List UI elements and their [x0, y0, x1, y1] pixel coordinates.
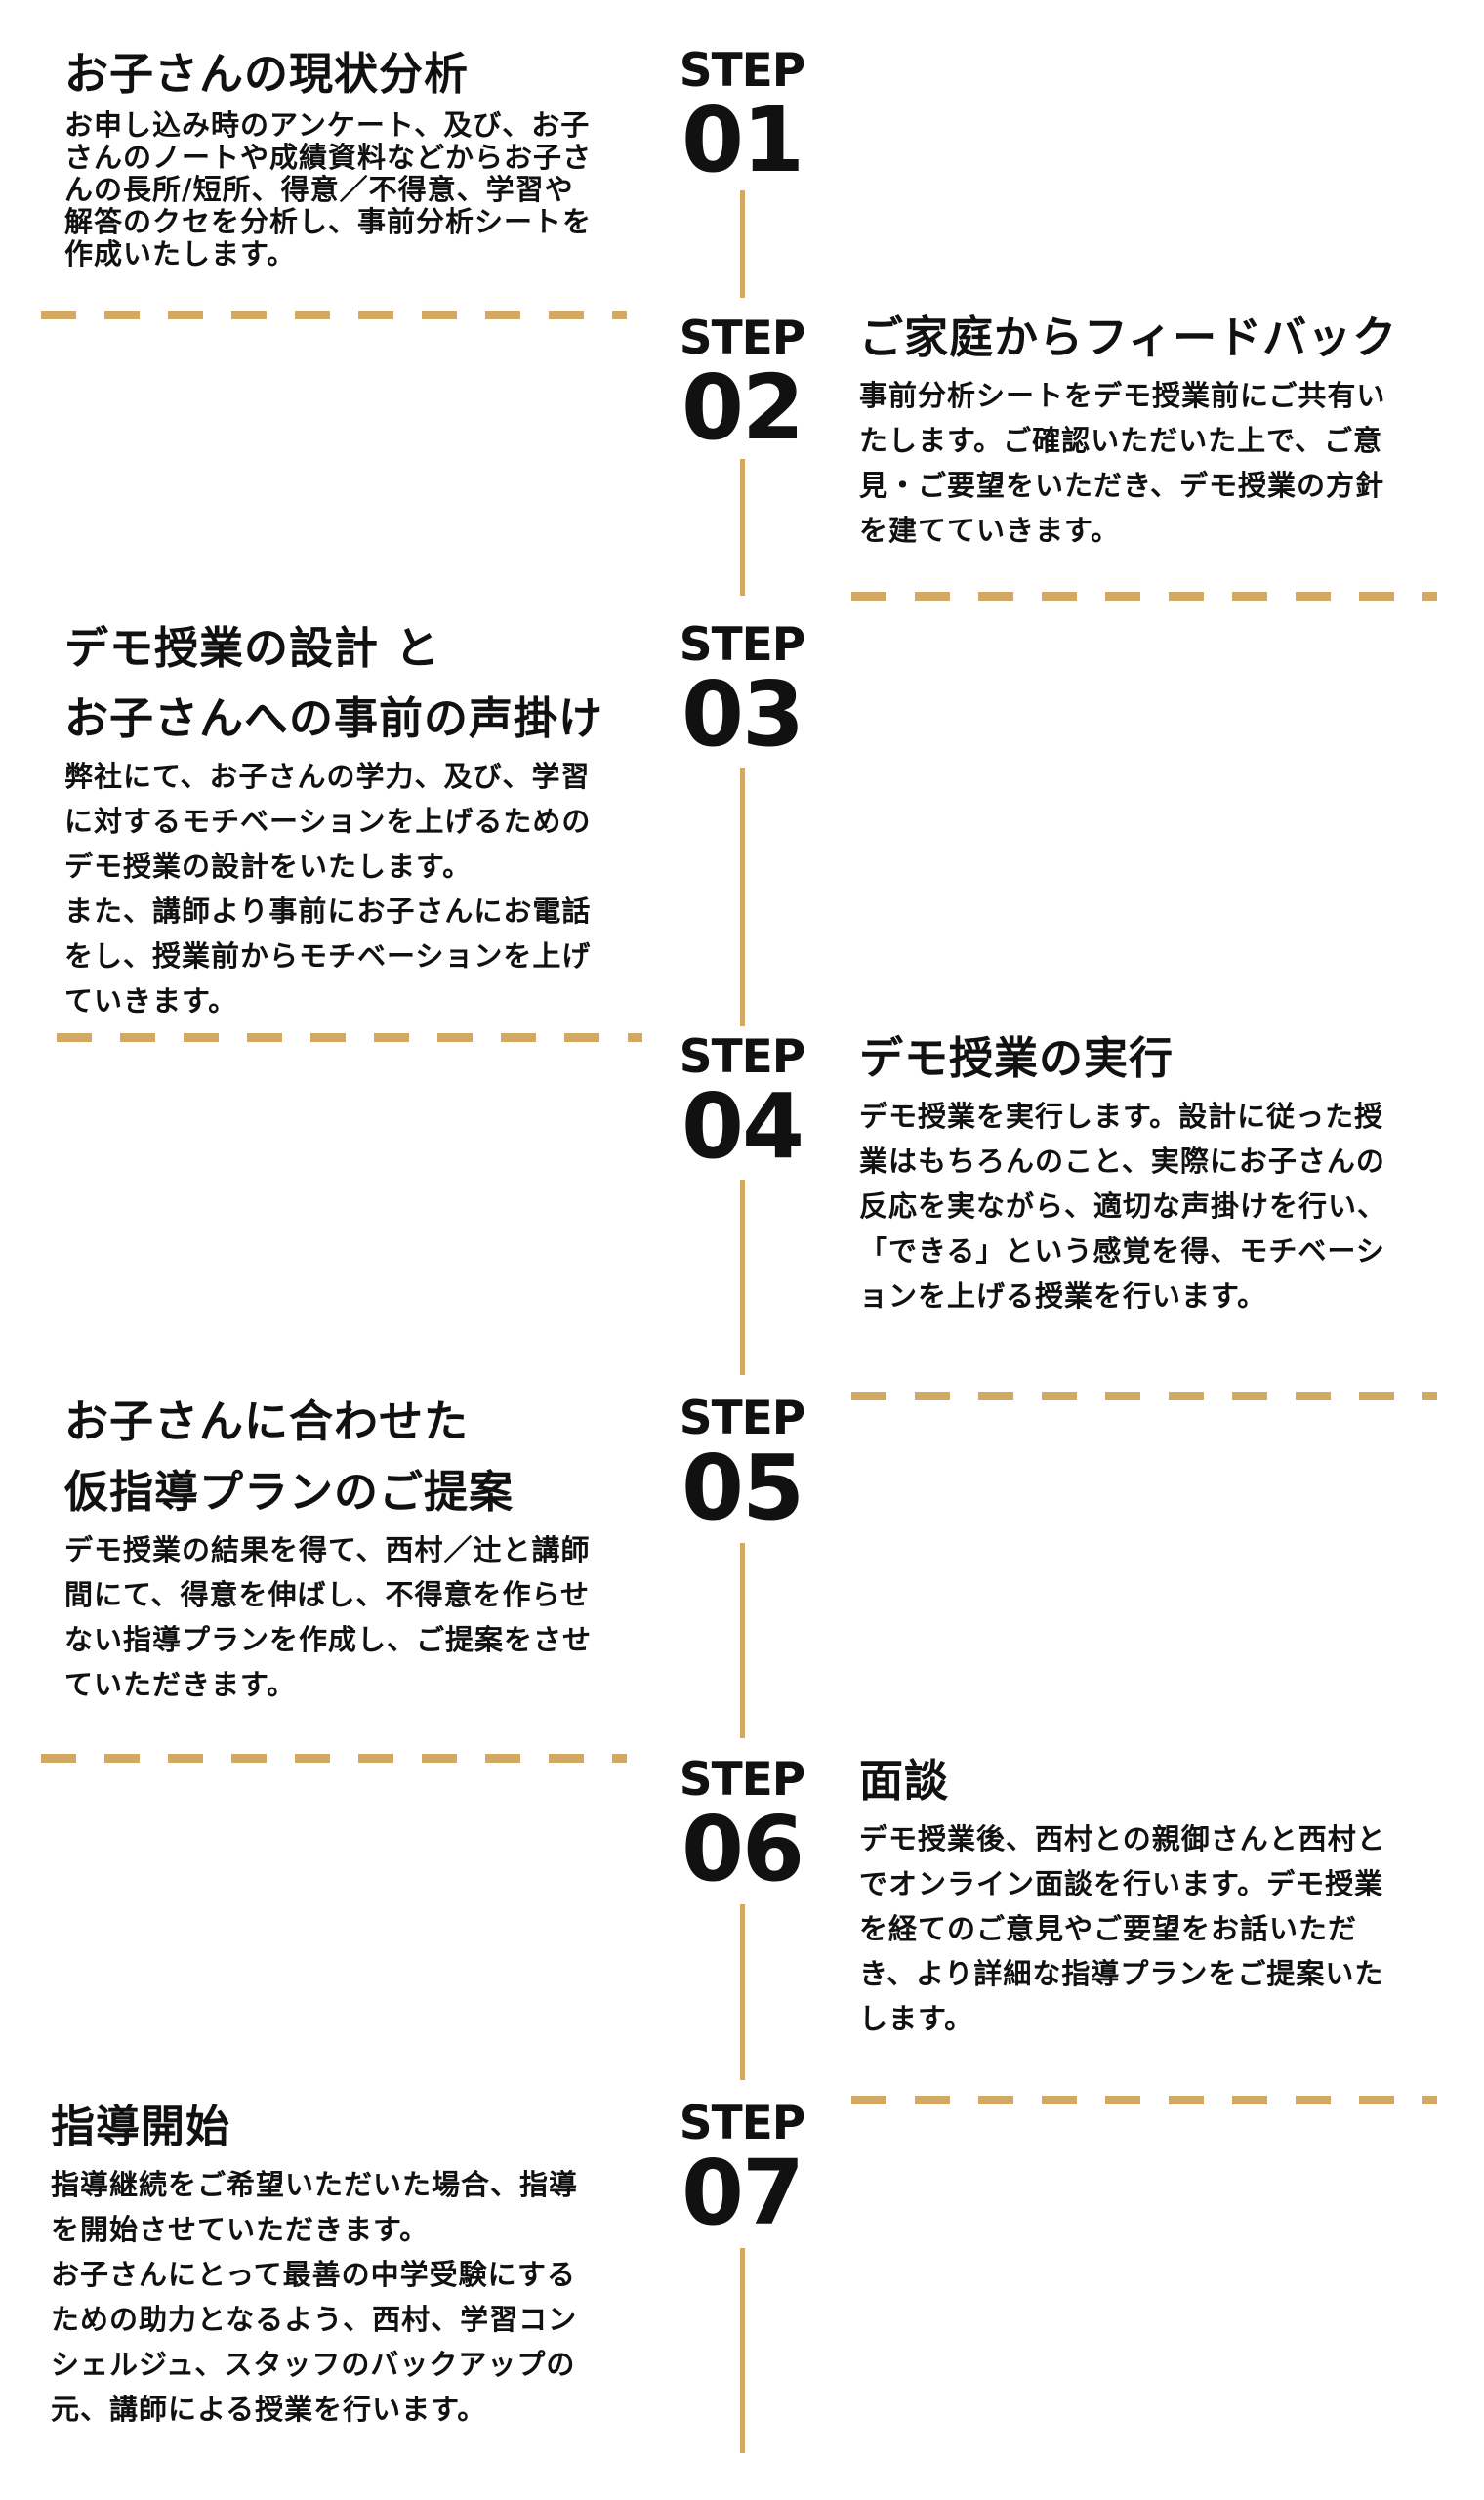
- step-01-title-line-1: お子さんの現状分析: [64, 48, 470, 100]
- step-03-title-line-1: デモ授業の設計 と: [64, 622, 440, 674]
- step-01-label: STEP 01: [625, 47, 859, 186]
- step-03-divider: [57, 1033, 642, 1042]
- step-05-step-word: STEP: [679, 1392, 805, 1445]
- step-06-label: STEP 06: [625, 1756, 859, 1895]
- step-07-body: 指導継続をご希望いただいた場合、指導 を開始させていただきます。 お子さんにとっ…: [51, 2168, 579, 2426]
- step-01-step-word: STEP: [679, 44, 805, 98]
- step-02-divider: [851, 592, 1437, 601]
- step-07-connector-line: [740, 2248, 745, 2453]
- step-03-label: STEP 03: [625, 621, 859, 760]
- step-01-title: お子さんの現状分析: [64, 39, 650, 109]
- step-02-step-word: STEP: [679, 312, 805, 365]
- step-07-content: 指導開始 指導継続をご希望いただいた場合、指導 を開始させていただきます。 お子…: [51, 2092, 646, 2432]
- step-05-title-line-1: お子さんに合わせた: [64, 1396, 470, 1447]
- step-06-title: 面談: [859, 1746, 1464, 1816]
- step-06-content: 面談 デモ授業後、西村との親御さんと西村と でオンライン面談を行います。デモ授業…: [859, 1746, 1464, 2041]
- step-04-divider: [851, 1392, 1437, 1400]
- step-03-body: 弊社にて、お子さんの学力、及び、学習 に対するモチベーションを上げるための デモ…: [64, 760, 592, 1018]
- step-04-body: デモ授業を実行します。設計に従った授 業はもちろんのこと、実際にお子さんの 反応…: [859, 1100, 1387, 1312]
- step-04-title-line-1: デモ授業の実行: [859, 1032, 1175, 1084]
- step-07-title: 指導開始: [51, 2092, 646, 2162]
- step-03-step-word: STEP: [679, 618, 805, 672]
- step-06-number: 06: [680, 1797, 804, 1901]
- step-05-body: デモ授業の結果を得て、西村／辻と講師 間にて、得意を伸ばし、不得意を作らせ ない…: [64, 1533, 593, 1701]
- step-04-step-word: STEP: [679, 1030, 805, 1084]
- step-02-content: ご家庭からフィードバック 事前分析シートをデモ授業前にご共有い たします。ご確認…: [859, 303, 1464, 553]
- step-02-title: ご家庭からフィードバック: [859, 303, 1464, 373]
- step-01-divider: [41, 311, 627, 319]
- step-05-divider: [41, 1754, 627, 1763]
- step-03-title: デモ授業の設計 と お子さんへの事前の声掛け: [64, 613, 660, 754]
- step-03-title-line-2: お子さんへの事前の声掛け: [64, 692, 604, 744]
- step-06-body: デモ授業後、西村との親御さんと西村と でオンライン面談を行います。デモ授業 を経…: [859, 1822, 1386, 2035]
- step-02-body: 事前分析シートをデモ授業前にご共有い たします。ご確認いただいた上で、ご意 見・…: [859, 379, 1386, 547]
- step-06-title-line-1: 面談: [859, 1755, 950, 1807]
- step-02-label: STEP 02: [625, 314, 859, 453]
- step-05-connector-line: [740, 1543, 745, 1738]
- step-05-title-line-2: 仮指導プランのご提案: [64, 1466, 515, 1518]
- step-03-number: 03: [680, 662, 804, 767]
- step-06-connector-line: [740, 1904, 745, 2080]
- step-07-title-line-1: 指導開始: [51, 2101, 231, 2152]
- step-05-number: 05: [680, 1436, 804, 1540]
- step-04-label: STEP 04: [625, 1033, 859, 1172]
- step-05-label: STEP 05: [625, 1395, 859, 1533]
- step-03-connector-line: [740, 768, 745, 1026]
- step-02-number: 02: [680, 355, 804, 460]
- step-01-connector-line: [740, 190, 745, 298]
- step-07-number: 07: [680, 2141, 804, 2245]
- step-03-content: デモ授業の設計 と お子さんへの事前の声掛け 弊社にて、お子さんの学力、及び、学…: [64, 613, 660, 1023]
- step-06-divider: [851, 2096, 1437, 2104]
- step-04-title: デモ授業の実行: [859, 1023, 1464, 1094]
- step-04-content: デモ授業の実行 デモ授業を実行します。設計に従った授 業はもちろんのこと、実際に…: [859, 1023, 1464, 1318]
- step-05-content: お子さんに合わせた 仮指導プランのご提案 デモ授業の結果を得て、西村／辻と講師 …: [64, 1387, 660, 1707]
- step-02-title-line-1: ご家庭からフィードバック: [859, 312, 1398, 363]
- step-01-body: お申し込み時のアンケート、及び、お子 さんのノートや成績資料などからお子さ んの…: [64, 108, 593, 271]
- step-07-label: STEP 07: [625, 2100, 859, 2238]
- step-02-connector-line: [740, 459, 745, 596]
- step-06-step-word: STEP: [679, 1753, 805, 1807]
- step-04-number: 04: [680, 1074, 804, 1179]
- step-07-step-word: STEP: [679, 2097, 805, 2150]
- step-01-content: お子さんの現状分析 お申し込み時のアンケート、及び、お子 さんのノートや成績資料…: [64, 39, 650, 271]
- step-01-number: 01: [680, 88, 804, 192]
- step-04-connector-line: [740, 1180, 745, 1375]
- step-05-title: お子さんに合わせた 仮指導プランのご提案: [64, 1387, 660, 1527]
